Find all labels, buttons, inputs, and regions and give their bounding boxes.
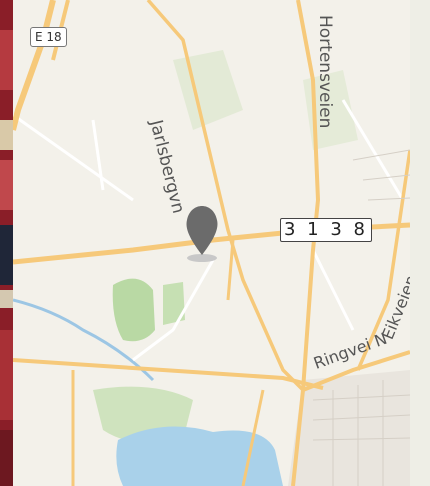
park-area	[112, 278, 155, 342]
e18-road-label: E 18	[30, 27, 67, 47]
map-view[interactable]: E 18 3 1 3 8 Jarlsbergvn Hortensveien Ei…	[13, 0, 410, 486]
map-pin-icon[interactable]	[186, 206, 218, 262]
urban-area	[288, 370, 410, 486]
secondary-road	[13, 358, 324, 390]
right-margin	[410, 0, 430, 486]
lake	[116, 426, 283, 486]
ring-road	[302, 350, 410, 392]
adjacent-photo-strip	[0, 0, 13, 486]
route-shield-3138: 3 1 3 8	[280, 218, 372, 242]
green-zone	[173, 50, 243, 130]
river	[13, 298, 155, 382]
e18-road	[13, 0, 56, 131]
map-canvas	[13, 0, 410, 486]
eikveien-road	[356, 149, 410, 371]
park-area	[163, 282, 185, 325]
hortensveien-road-name: Hortensveien	[315, 15, 335, 129]
jarlsberg-road	[146, 0, 305, 392]
